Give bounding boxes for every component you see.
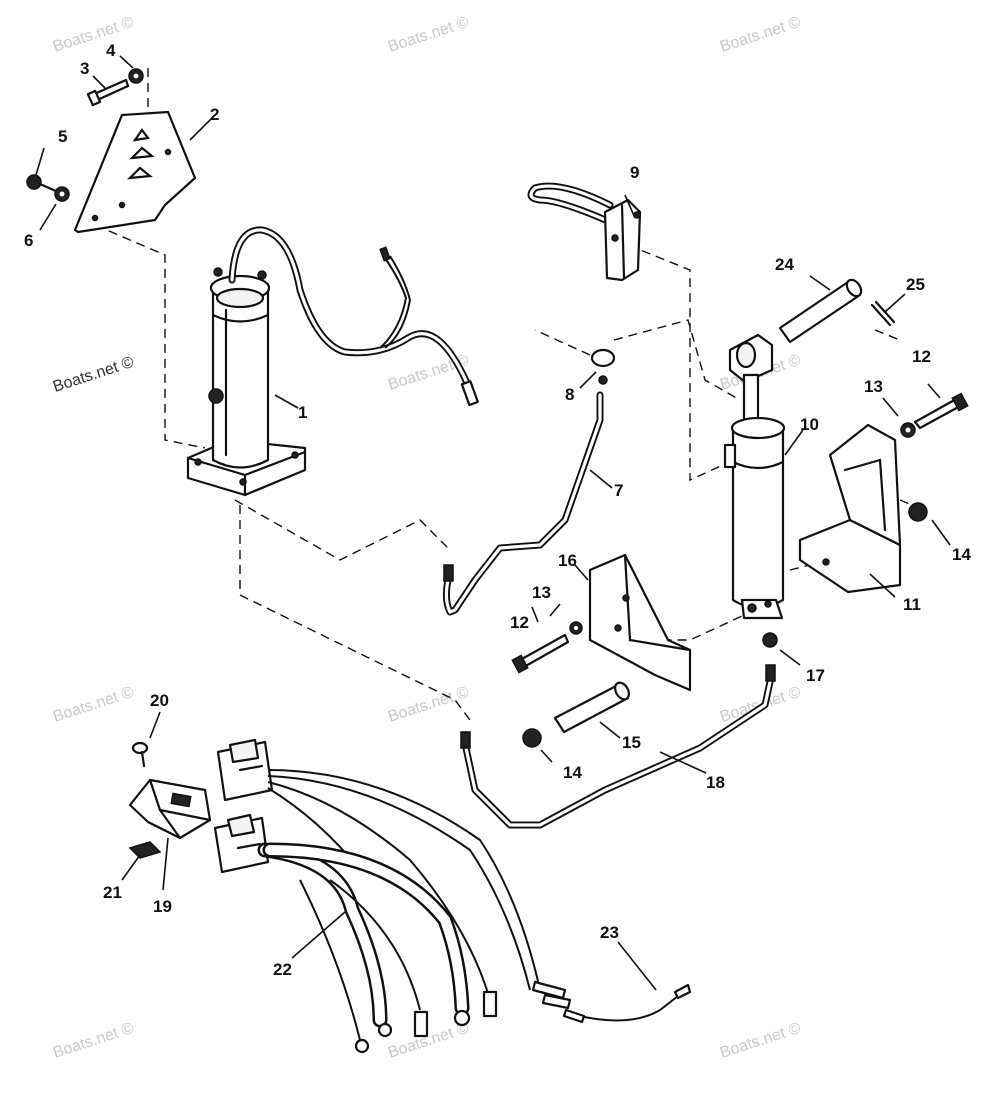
callout-5: 5 [58, 127, 67, 146]
callout-17: 17 [806, 666, 825, 685]
washer-4 [128, 68, 144, 84]
callout-12-right: 12 [912, 347, 931, 366]
screw-20 [131, 741, 149, 768]
watermark: Boats.net © [718, 1020, 803, 1062]
callout-12-left: 12 [510, 613, 529, 632]
leader-lines [35, 55, 951, 991]
callout-3: 3 [80, 59, 89, 78]
watermark: Boats.net © [51, 14, 136, 56]
mount-plate-2 [73, 110, 197, 234]
watermark: Boats.net © [51, 1020, 136, 1062]
callout-2: 2 [210, 105, 219, 124]
callouts: 1 2 3 4 5 6 7 8 9 10 11 12 12 13 13 14 1… [24, 41, 971, 979]
callout-8: 8 [565, 385, 574, 404]
wiring-harness-22 [213, 738, 572, 1054]
callout-11: 11 [903, 595, 921, 614]
bracket-16 [588, 553, 692, 692]
callout-7: 7 [614, 481, 623, 500]
pump-harness [228, 226, 479, 407]
watermark: Boats.net © [718, 14, 803, 56]
pump-motor-1 [186, 267, 307, 497]
callout-14-right: 14 [952, 545, 971, 564]
callout-16: 16 [558, 551, 577, 570]
washer-6 [54, 186, 70, 202]
hydraulic-line-7 [442, 391, 604, 616]
pin-24 [778, 278, 863, 344]
bracket-9 [527, 182, 642, 282]
fitting-17 [762, 632, 778, 648]
trim-cylinder-10 [723, 333, 786, 620]
fitting-8 [590, 348, 616, 385]
bolt-12-left [511, 633, 570, 674]
nut-14-right [908, 502, 928, 522]
clip-21 [128, 841, 162, 859]
callout-23: 23 [600, 923, 619, 942]
watermark: Boats.net © [51, 354, 136, 396]
callout-21: 21 [103, 883, 122, 902]
bracket-11 [798, 423, 902, 594]
bolt-3 [86, 78, 130, 107]
callout-10: 10 [800, 415, 819, 434]
pin-15 [553, 681, 630, 734]
callout-9: 9 [630, 163, 639, 182]
callout-13-right: 13 [864, 377, 883, 396]
callout-22: 22 [273, 960, 292, 979]
washer-13-right [900, 422, 916, 438]
callout-24: 24 [775, 255, 794, 274]
watermark: Boats.net © [51, 684, 136, 726]
callout-13-left: 13 [532, 583, 551, 602]
watermark: Boats.net © [386, 1020, 471, 1062]
bolt-12-right [913, 392, 969, 430]
callout-18: 18 [706, 773, 725, 792]
watermark: Boats.net © [386, 14, 471, 56]
callout-25: 25 [906, 275, 925, 294]
callout-20: 20 [150, 691, 169, 710]
callout-6: 6 [24, 231, 33, 250]
wire-23 [562, 983, 692, 1024]
cotter-pin-25 [870, 300, 896, 327]
relay-19 [128, 778, 212, 840]
screw-5 [26, 174, 60, 194]
callout-4: 4 [106, 41, 116, 60]
callout-15: 15 [622, 733, 641, 752]
callout-19: 19 [153, 897, 172, 916]
hydraulic-line-18 [460, 664, 776, 829]
callout-14-left: 14 [563, 763, 582, 782]
nut-14-left [522, 728, 542, 748]
washer-13-left [569, 621, 583, 635]
callout-1: 1 [298, 403, 307, 422]
